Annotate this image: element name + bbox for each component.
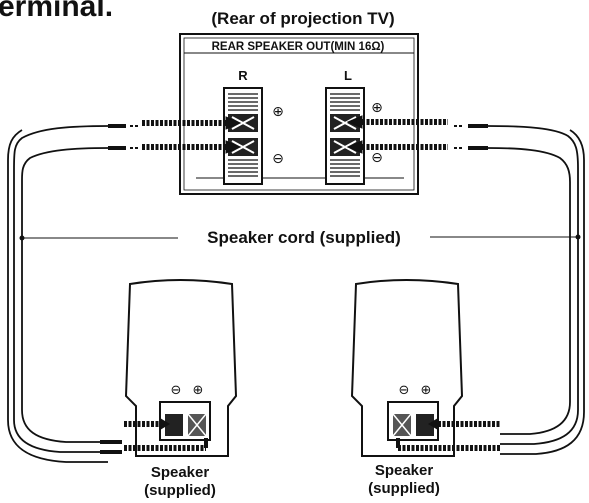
left-terminal-block <box>325 87 365 185</box>
tv-right-wire-ends <box>346 115 488 154</box>
tv-rear-panel: REAR SPEAKER OUT(MIN 16Ω) R L <box>179 33 419 195</box>
left-speaker: ⊖ ⊕ <box>100 279 238 457</box>
left-minus-symbol: ⊖ <box>371 149 383 165</box>
right-minus-symbol: ⊖ <box>272 150 284 166</box>
right-plus-symbol: ⊕ <box>272 103 284 119</box>
left-channel-label: L <box>344 68 352 83</box>
left-speaker-minus: ⊖ <box>171 382 182 397</box>
left-speaker-label-line1: Speaker <box>151 464 210 481</box>
right-terminal-block <box>223 87 263 185</box>
tv-caption: (Rear of projection TV) <box>211 9 394 28</box>
left-speaker-label-line2: (supplied) <box>144 482 216 499</box>
right-speaker-label-line1: Speaker <box>375 462 434 479</box>
left-speaker-cord <box>7 125 109 463</box>
right-speaker-label-line2: (supplied) <box>368 480 440 497</box>
tv-panel-inner <box>183 37 415 191</box>
tv-panel-outline <box>179 33 419 195</box>
right-speaker-plus: ⊕ <box>421 382 432 397</box>
heading-partial: terminal. <box>0 0 113 23</box>
left-plus-symbol: ⊕ <box>371 99 383 115</box>
right-channel-label: R <box>238 68 248 83</box>
right-speaker-minus: ⊖ <box>399 382 410 397</box>
terminal-label: REAR SPEAKER OUT(MIN 16Ω) <box>212 41 385 53</box>
right-speaker: ⊖ ⊕ <box>350 279 500 457</box>
speaker-cord-label: Speaker cord (supplied) <box>207 228 401 247</box>
right-speaker-cord <box>487 125 585 455</box>
tv-left-wire-ends <box>108 116 242 154</box>
left-speaker-plus: ⊕ <box>193 382 204 397</box>
